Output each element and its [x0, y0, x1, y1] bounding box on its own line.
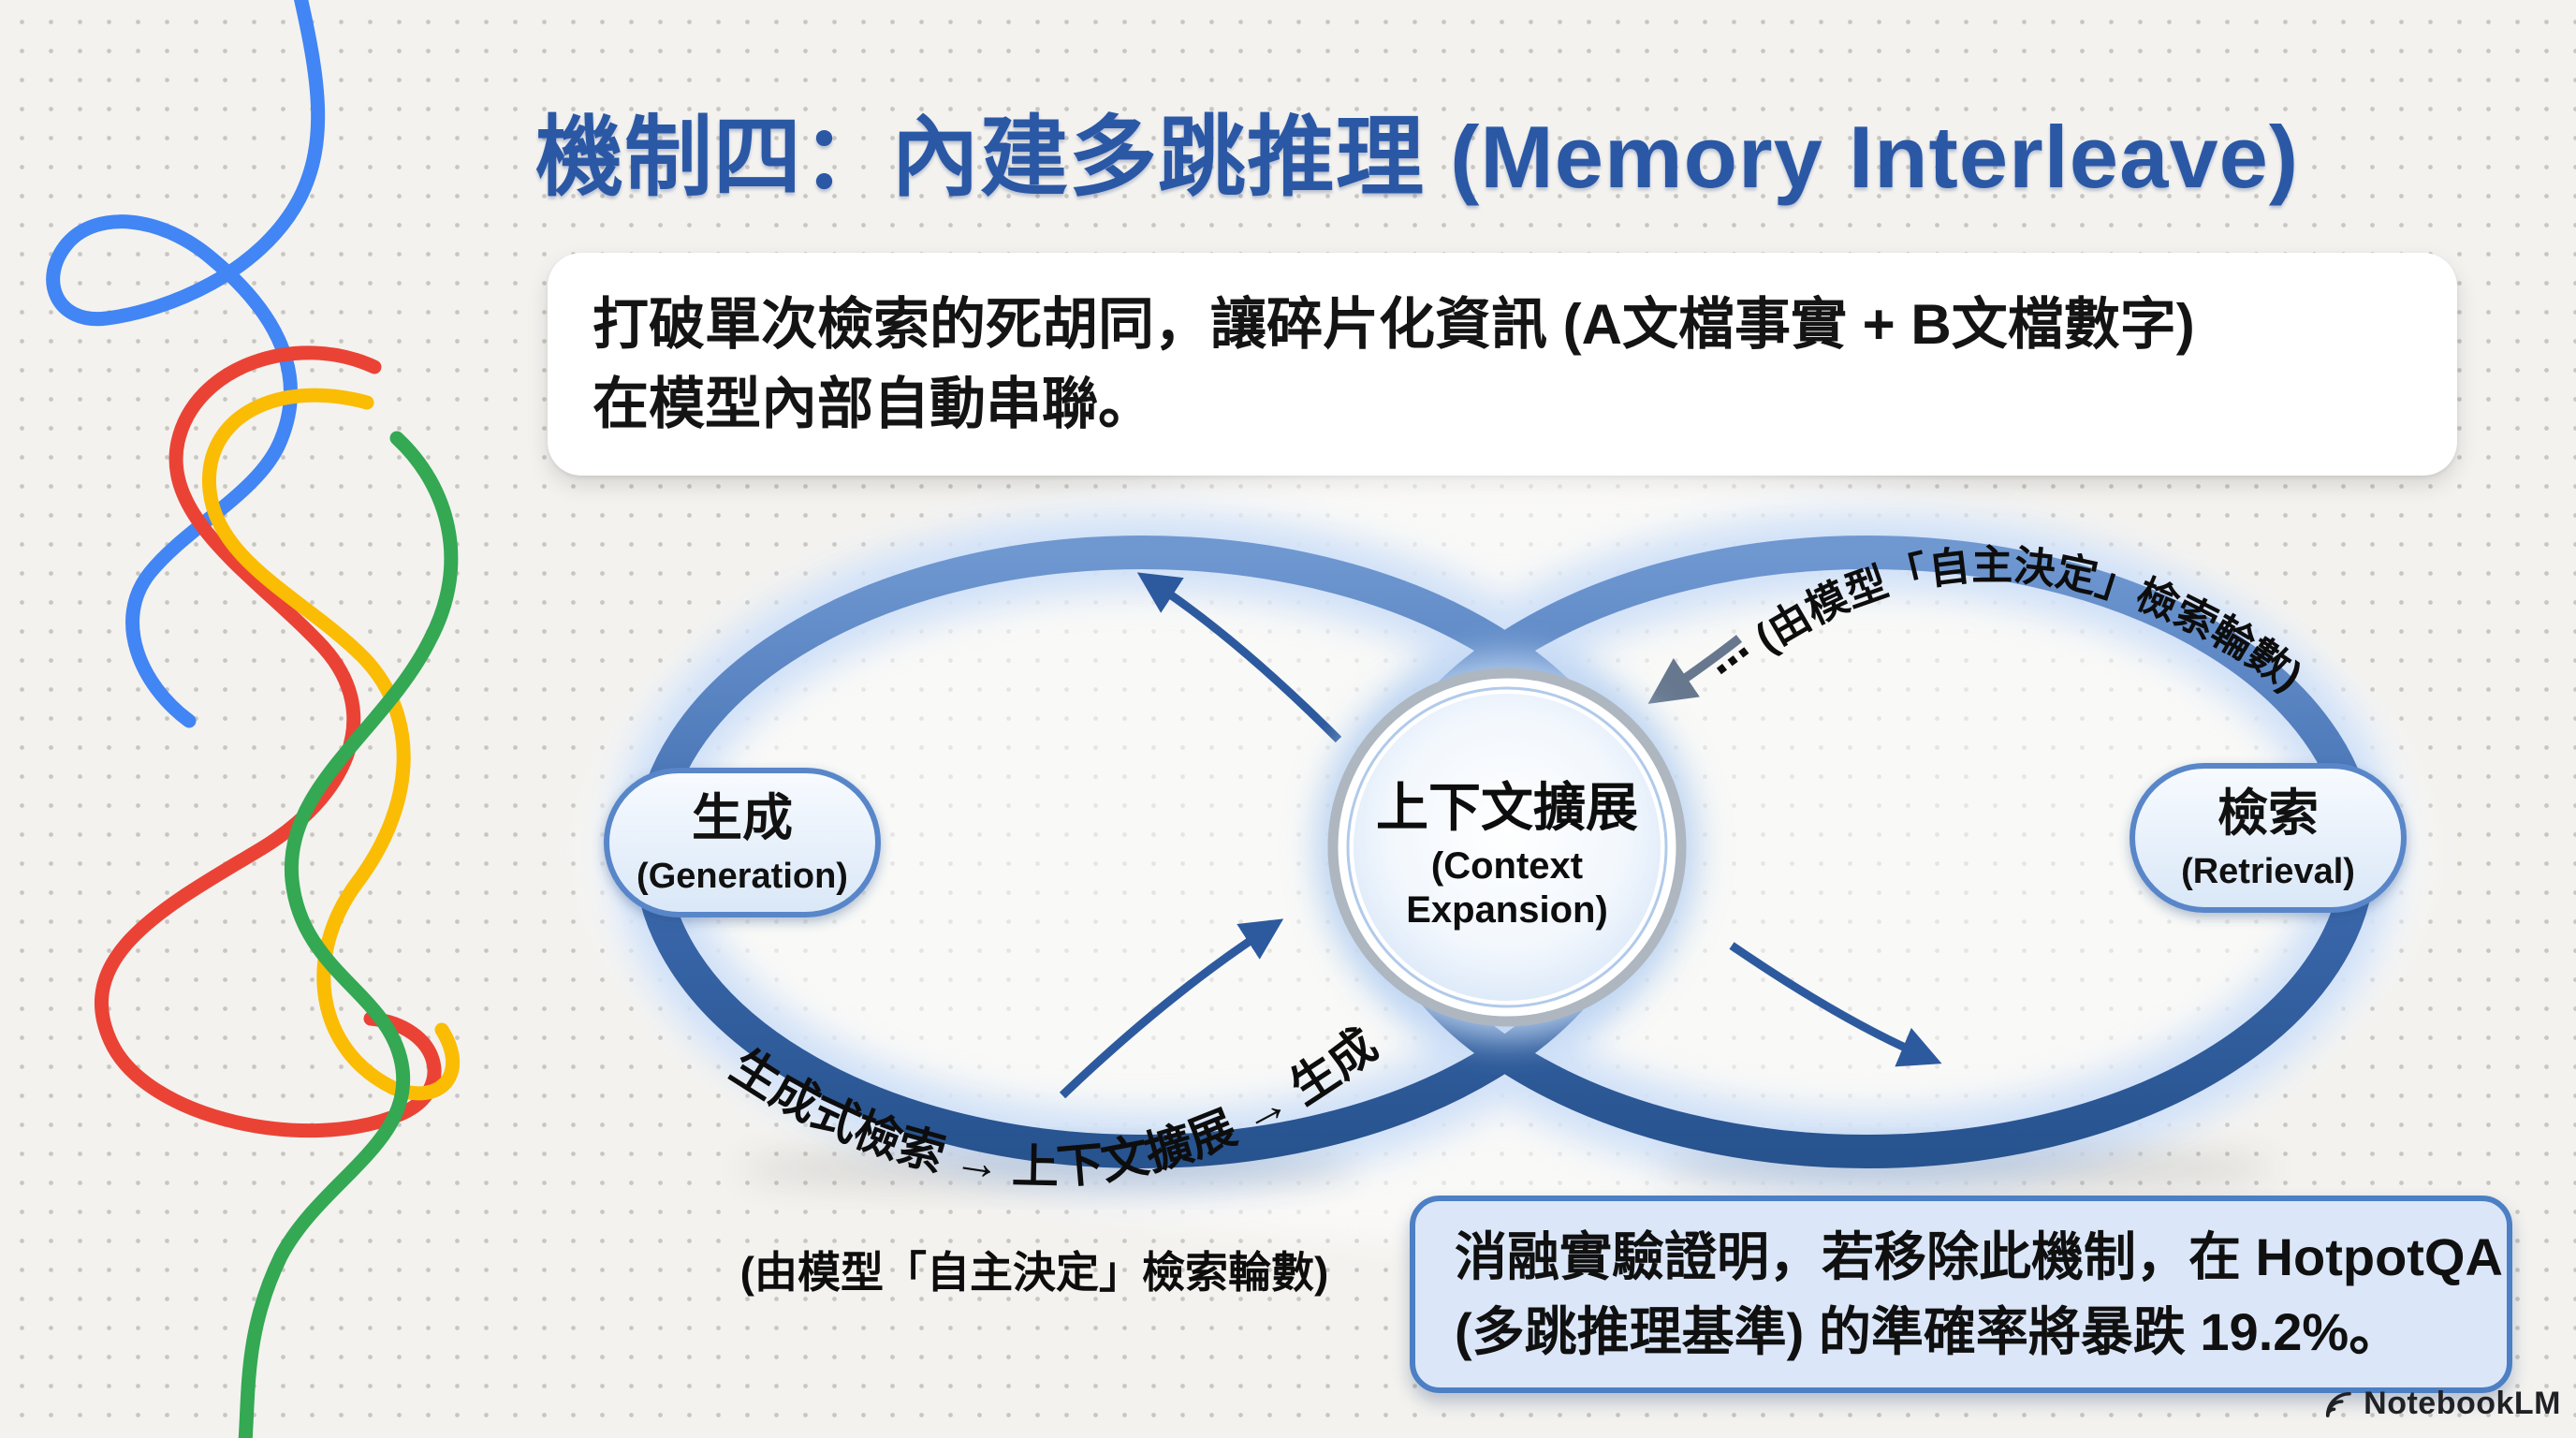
- retrieval-sublabel: (Retrieval): [2181, 852, 2355, 891]
- conclusion-line-1: 消融實驗證明，若移除此機制，在 HotpotQA: [1455, 1226, 2503, 1286]
- decoration-squiggles: [46, 0, 460, 1438]
- loop-arrow-top-left: [1136, 572, 1342, 743]
- squiggle-red: [94, 345, 442, 1138]
- squiggle-blue: [46, 0, 326, 728]
- page-title: 機制四：內建多跳推理 (Memory Interleave): [535, 108, 2300, 206]
- generation-node: 生成 (Generation): [604, 768, 881, 917]
- retrieval-label: 檢索: [2217, 785, 2319, 842]
- generation-label: 生成: [692, 790, 793, 846]
- context-expansion-sublabel-1: (Context: [1431, 845, 1583, 887]
- conclusion-line-2: (多跳推理基準) 的準確率將暴跌 19.2%。: [1455, 1301, 2402, 1361]
- loop-arrow-bottom-right: [1729, 942, 1942, 1067]
- context-expansion-sublabel-2: Expansion): [1406, 889, 1608, 931]
- intro-line-1: 打破單次檢索的死胡同，讓碎片化資訊 (A文檔事實 + B文檔數字): [593, 292, 2195, 356]
- conclusion-card: 消融實驗證明，若移除此機制，在 HotpotQA (多跳推理基準) 的準確率將暴…: [1410, 1196, 2512, 1393]
- retrieval-node: 檢索 (Retrieval): [2130, 763, 2407, 913]
- generation-sublabel: (Generation): [637, 857, 848, 896]
- notebooklm-icon: [2326, 1391, 2351, 1417]
- loop-arrow-to-center: [1059, 918, 1284, 1099]
- notebooklm-wordmark: NotebookLM: [2364, 1386, 2561, 1421]
- squiggle-yellow: [202, 388, 460, 1101]
- squiggle-green: [238, 431, 459, 1438]
- notebooklm-logo: NotebookLM: [2321, 1386, 2561, 1422]
- infinity-diagram: 生成 (Generation) 檢索 (Retrieval) 上下文擴展 (Co…: [590, 459, 2424, 1297]
- context-expansion-node: 上下文擴展 (Context Expansion): [1315, 655, 1699, 1039]
- intro-line-2: 在模型內部自動串聯。: [593, 373, 1154, 435]
- context-expansion-label: 上下文擴展: [1376, 778, 1638, 837]
- intro-card: 打破單次檢索的死胡同，讓碎片化資訊 (A文檔事實 + B文檔數字) 在模型內部自…: [548, 253, 2457, 476]
- rounds-arrow-into-center: [1647, 635, 1743, 704]
- rounds-caption: (由模型「自主決定」檢索輪數): [740, 1248, 1329, 1297]
